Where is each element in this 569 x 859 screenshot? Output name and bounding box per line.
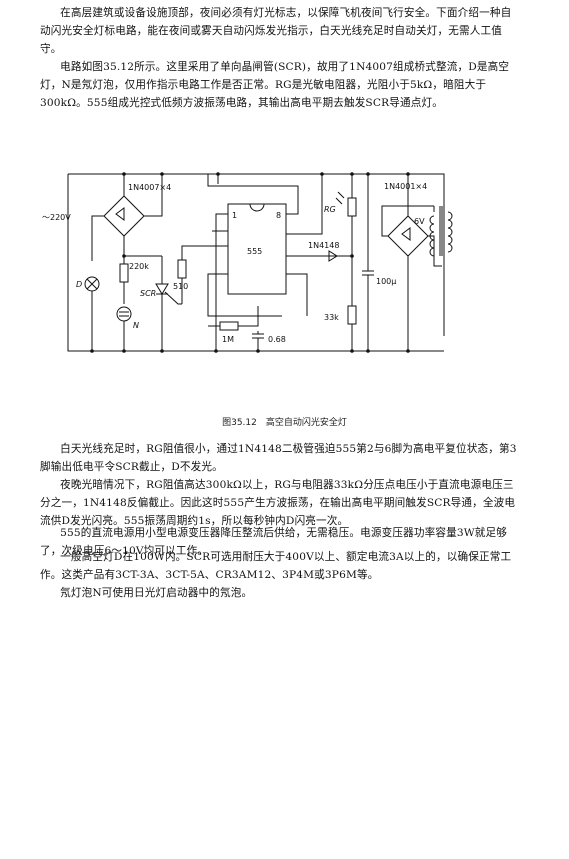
label-rg: RG (324, 205, 336, 214)
paragraph-3: 白天光线充足时，RG阻值很小，通过1N4148二极管强迫555第2与6脚为高电平… (40, 443, 517, 473)
label-pin1: 1 (232, 211, 237, 220)
paragraph-5: 555的直流电源用小型电源变压器降压整流后供给，无需稳压。电源变压器功率容量3W… (40, 527, 507, 557)
label-bridge2: 1N4001×4 (384, 182, 427, 191)
label-bridge1: 1N4007×4 (128, 183, 171, 192)
label-n: N (133, 321, 139, 330)
label-100u: 100μ (376, 277, 396, 286)
label-6v: 6V (414, 217, 425, 226)
label-220k: 220k (129, 262, 149, 271)
label-d: D (76, 280, 82, 289)
label-ic: 555 (247, 247, 262, 256)
label-pin8: 8 (276, 211, 281, 220)
label-1m: 1M (222, 335, 234, 344)
paragraph-2: 电路如图35.12所示。这里采用了单向晶闸管(SCR)，故用了1N4007组成桥… (40, 61, 510, 109)
label-diode: 1N4148 (308, 241, 339, 250)
label-ac: ～220V (42, 213, 71, 222)
paragraph-4: 夜晚光暗情况下，RG阻值高达300kΩ以上，RG与电阻器33kΩ分压点电压小于直… (40, 479, 516, 527)
circuit-diagram: 1N4007×4 ～220V D 220k N SCR 510 555 (32, 156, 532, 386)
label-068: 0.68 (268, 335, 286, 344)
label-510: 510 (173, 282, 188, 291)
paragraph-6: 一般高空灯D在100W内。SCR可选用耐压大于400V以上、额定电流3A以上的，… (40, 551, 512, 581)
label-scr: SCR (140, 289, 156, 298)
label-33k: 33k (324, 313, 339, 322)
paragraph-1: 在高层建筑或设备设施顶部，夜间必须有灯光标志，以保障飞机夜间飞行安全。下面介绍一… (40, 7, 512, 55)
paragraph-7: 氖灯泡N可使用日光灯启动器中的氖泡。 (60, 587, 253, 599)
figure-caption: 图35.12 高空自动闪光安全灯 (222, 418, 347, 428)
